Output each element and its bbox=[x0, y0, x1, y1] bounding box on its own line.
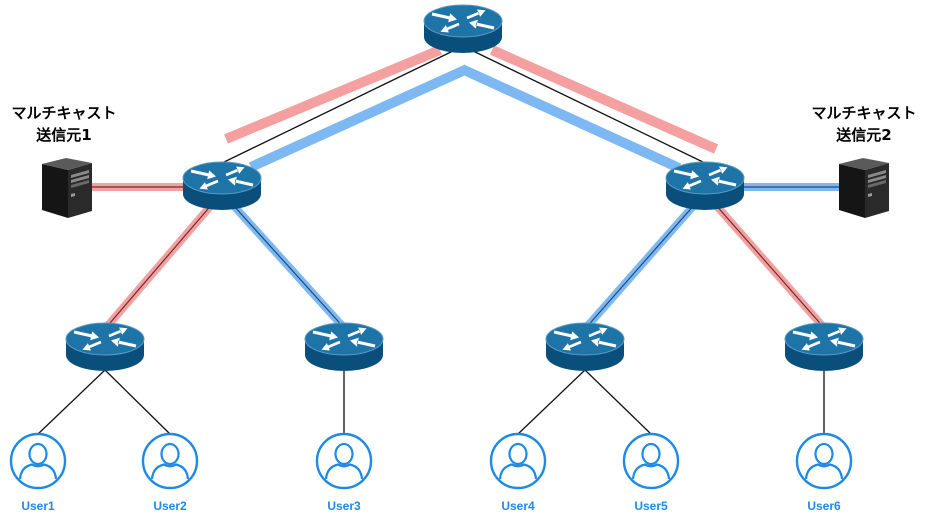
user-1: User1 bbox=[9, 432, 67, 513]
stream-blue-band-core-left bbox=[248, 64, 470, 172]
core-router-icon bbox=[423, 4, 503, 54]
link-edge3 bbox=[583, 194, 704, 331]
source1-label-line2: 送信元1 bbox=[35, 126, 91, 144]
link-edge2 bbox=[223, 194, 347, 331]
user-5: User5 bbox=[622, 432, 680, 513]
source1-label-line1: マルチキャスト bbox=[11, 104, 116, 122]
user2-icon bbox=[141, 432, 199, 490]
stream-red-band-core-left bbox=[224, 45, 442, 144]
edge-router-4-icon bbox=[784, 322, 864, 372]
right-distribution-router-icon bbox=[665, 161, 745, 211]
link-core-left bbox=[221, 49, 456, 164]
links-layer bbox=[37, 45, 842, 435]
edge-router-1-icon bbox=[65, 322, 145, 372]
user5-icon bbox=[622, 432, 680, 490]
user-3: User3 bbox=[315, 432, 373, 513]
user3-label: User3 bbox=[327, 499, 361, 513]
user-4: User4 bbox=[489, 432, 547, 513]
link-user4 bbox=[517, 369, 586, 435]
source2-server-icon bbox=[839, 158, 889, 218]
edge-router-3-icon bbox=[545, 322, 625, 372]
stream-red-band-core-right bbox=[489, 45, 719, 154]
source2-label-line1: マルチキャスト bbox=[811, 104, 916, 122]
multicast-source-1: マルチキャスト 送信元1 bbox=[11, 104, 117, 218]
link-user2 bbox=[104, 369, 171, 435]
user-6: User6 bbox=[795, 432, 853, 513]
user1-icon bbox=[9, 432, 67, 490]
link-edge4 bbox=[706, 194, 827, 331]
link-user5 bbox=[584, 369, 652, 435]
users-layer: User1 User2 User3 User4 User5 User6 bbox=[9, 432, 853, 513]
routers-layer bbox=[65, 4, 864, 372]
source1-server-icon bbox=[42, 158, 92, 218]
user4-label: User4 bbox=[501, 499, 535, 513]
link-core-right bbox=[470, 49, 706, 164]
left-distribution-router-icon bbox=[182, 161, 262, 211]
user6-label: User6 bbox=[807, 499, 841, 513]
user2-label: User2 bbox=[153, 499, 187, 513]
multicast-source-2: マルチキャスト 送信元2 bbox=[811, 104, 917, 218]
user1-label: User1 bbox=[21, 499, 55, 513]
user5-label: User5 bbox=[634, 499, 668, 513]
link-edge1 bbox=[103, 194, 221, 331]
user6-icon bbox=[795, 432, 853, 490]
user3-icon bbox=[315, 432, 373, 490]
source2-label-line2: 送信元2 bbox=[835, 126, 891, 144]
user-2: User2 bbox=[141, 432, 199, 513]
link-user1 bbox=[37, 369, 106, 435]
edge-router-2-icon bbox=[304, 322, 384, 372]
user4-icon bbox=[489, 432, 547, 490]
stream-blue-band-core-right bbox=[459, 64, 682, 173]
